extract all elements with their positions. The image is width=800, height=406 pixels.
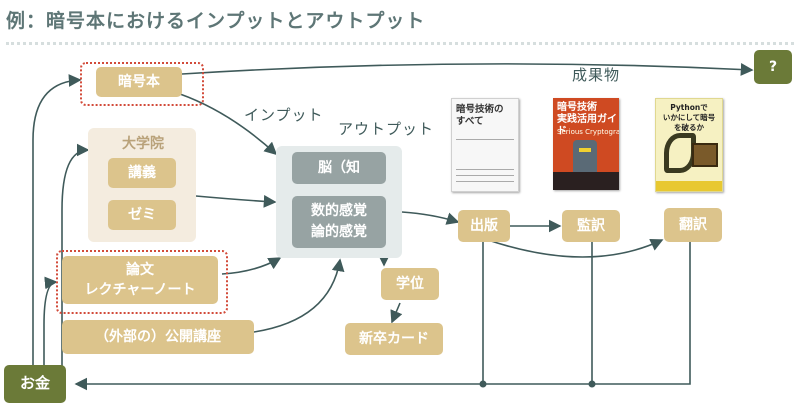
public-course-node: （外部の）公開講座 — [62, 320, 254, 354]
paper-notes-node: 論文 レクチャーノート — [62, 256, 218, 304]
arrow-money-to-university — [61, 143, 90, 373]
translate-node: 翻訳 — [664, 208, 722, 242]
new-grad-card-node: 新卒カード — [345, 323, 443, 355]
book-cover-3-title: Pythonで いかにして暗号を破るか — [662, 103, 716, 132]
outcome-label: 成果物 — [572, 66, 621, 84]
book-cover-1-title: 暗号技術の すべて — [456, 104, 504, 127]
arrow-paper-to-brain — [221, 257, 282, 275]
line-translate-down — [74, 240, 691, 391]
money-node: お金 — [4, 365, 66, 403]
university-title: 大学院 — [122, 136, 164, 152]
book-cover-3: Pythonで いかにして暗号を破るか — [655, 98, 723, 192]
sense-node: 数的感覚 論的感覚 — [292, 196, 386, 248]
book-cover-2-title: 暗号技術 実践活用ガイド — [557, 102, 617, 137]
book-cover-1: 暗号技術の すべて — [451, 98, 519, 192]
arrow-degree-to-newgrad — [390, 302, 403, 324]
arrow-publish-to-translate — [487, 238, 664, 258]
arrow-course-to-brain — [253, 258, 345, 333]
chest-illustration — [692, 143, 718, 167]
page-title: 例：暗号本におけるインプットとアウトプット — [6, 10, 426, 32]
title-divider — [6, 42, 794, 45]
arrow-book-to-unknown — [181, 63, 754, 76]
seminar-node: ゼミ — [108, 200, 176, 230]
arrow-book-to-brain — [179, 93, 278, 156]
brain-knowledge-node: 脳（知 — [292, 152, 386, 184]
crypto-book-node: 暗号本 — [96, 67, 182, 97]
crypto-book-highlight — [80, 62, 204, 106]
supervise-node: 監訳 — [562, 210, 620, 242]
publish-node: 出版 — [458, 210, 510, 242]
input-label: インプット — [244, 106, 324, 124]
arrow-brain-to-publish — [401, 211, 460, 225]
book-cover-2: 暗号技術 実践活用ガイド Serious Cryptography — [553, 98, 619, 190]
unknown-node: ? — [754, 50, 792, 84]
arrow-money-to-book — [32, 74, 82, 365]
output-label: アウトプット — [338, 120, 435, 138]
arrow-university-to-brain — [195, 194, 277, 208]
degree-node: 学位 — [381, 268, 439, 300]
paper-notes-highlight — [56, 250, 228, 314]
arrow-money-to-paper — [43, 276, 58, 365]
book-cover-2-subtitle: Serious Cryptography — [557, 128, 619, 136]
lecture-node: 講義 — [108, 158, 176, 188]
